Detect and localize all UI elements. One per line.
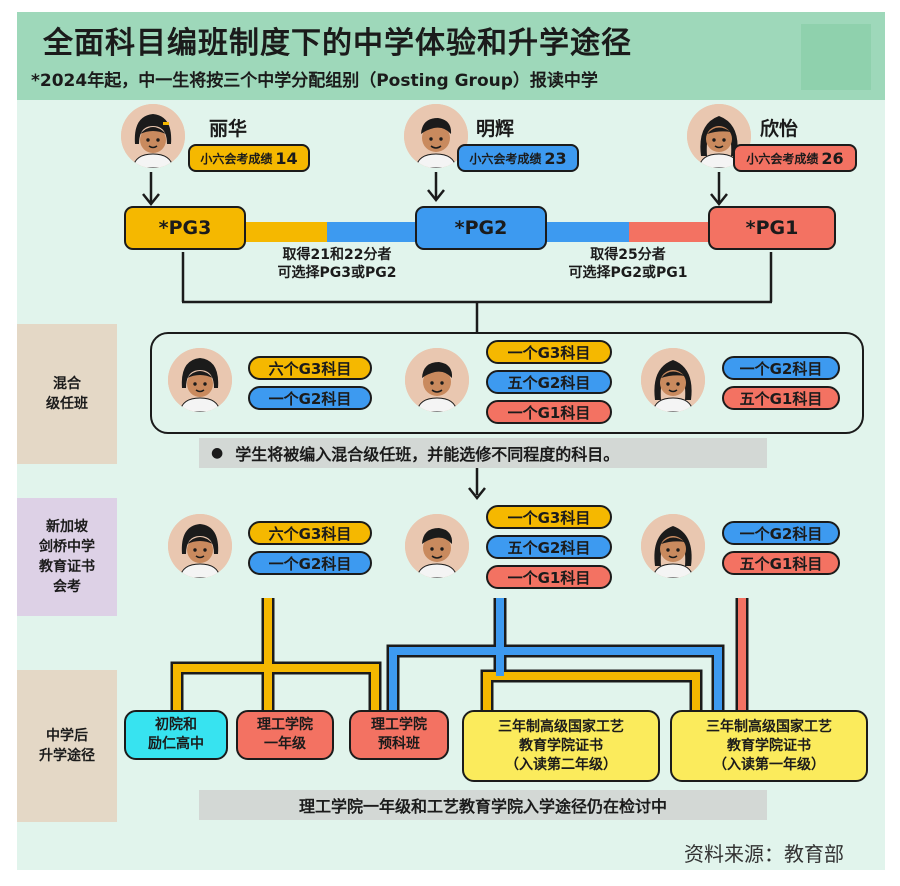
mixed-class-note: 学生将被编入混合级任班，并能选修不同程度的科目。 <box>235 445 620 464</box>
subject-pill-g3: 一个G3科目 <box>486 505 612 529</box>
source-credit: 资料来源：教育部 <box>684 842 844 866</box>
subject-pill-g2: 五个G2科目 <box>486 370 612 394</box>
section-label-post-secondary: 中学后 升学途径 <box>17 670 117 822</box>
mixed-form-class-box <box>150 332 864 434</box>
destination-jc-mi: 初院和 励仁高中 <box>124 710 228 760</box>
subject-pill-g1: 五个G1科目 <box>722 551 840 575</box>
subject-pill-g3: 六个G3科目 <box>248 521 372 545</box>
section-label-mixed-form-class: 混合 级任班 <box>17 324 117 464</box>
pg1-band <box>629 222 711 242</box>
score-label: 小六会考成绩 <box>200 151 273 166</box>
student-girl-icon <box>121 104 185 168</box>
section-label-o-level-exam: 新加坡 剑桥中学 教育证书 会考 <box>17 498 117 616</box>
pg2-band <box>327 222 417 242</box>
destination-poly-foundation: 理工学院 预科班 <box>349 710 449 760</box>
student-avatar-minghui <box>405 514 469 578</box>
student-avatar-minghui <box>405 348 469 412</box>
posting-group-pg1: *PG1 <box>708 206 836 250</box>
student-girl-ponytail-icon <box>641 348 705 412</box>
student-avatar-minghui <box>404 104 468 168</box>
student-name: 明辉 <box>476 118 515 140</box>
subject-pill-g3: 一个G3科目 <box>486 340 612 364</box>
pathway-lines <box>170 598 749 712</box>
student-girl-icon <box>168 348 232 412</box>
page-title: 全面科目编班制度下的中学体验和升学途径 <box>43 26 632 61</box>
mixed-class-note-bar: ● 学生将被编入混合级任班，并能选修不同程度的科目。 <box>199 438 767 468</box>
review-note-bar: 理工学院一年级和工艺教育学院入学途径仍在检讨中 <box>199 790 767 820</box>
student-avatar-lihua <box>168 514 232 578</box>
destination-higher-nitec-year2: 三年制高级国家工艺 教育学院证书 （入读第二年级） <box>462 710 660 782</box>
posting-group-pg2: *PG2 <box>415 206 547 250</box>
score-value: 14 <box>275 148 298 168</box>
student-avatar-lihua <box>168 348 232 412</box>
pg3-band <box>245 222 327 242</box>
subject-pill-g2: 一个G2科目 <box>722 521 840 545</box>
destination-higher-nitec-year1: 三年制高级国家工艺 教育学院证书 （入读第一年级） <box>670 710 868 782</box>
student-boy-icon <box>405 348 469 412</box>
pg2-pg1-choice-note: 取得25分者 可选择PG2或PG1 <box>568 247 688 281</box>
student-girl-icon <box>168 514 232 578</box>
posting-group-pg3: *PG3 <box>124 206 246 250</box>
subject-pill-g1: 五个G1科目 <box>722 386 840 410</box>
corner-decoration <box>801 24 871 90</box>
page-subtitle: *2024年起，中一生将按三个中学分配组别（Posting Group）报读中学 <box>31 71 598 91</box>
score-value: 26 <box>821 148 844 168</box>
student-name: 丽华 <box>209 118 248 140</box>
student-boy-icon <box>405 514 469 578</box>
pg3-pg2-choice-note: 取得21和22分者 可选择PG3或PG2 <box>277 247 397 281</box>
subject-pill-g2: 一个G2科目 <box>248 551 372 575</box>
student-name: 欣怡 <box>760 118 799 140</box>
student-avatar-xinyi <box>641 514 705 578</box>
student-avatar-lihua <box>121 104 185 168</box>
pg-bracket-lines <box>142 172 773 501</box>
subject-pill-g2: 一个G2科目 <box>248 386 372 410</box>
pg2-band <box>545 222 629 242</box>
subject-pill-g3: 六个G3科目 <box>248 356 372 380</box>
score-label: 小六会考成绩 <box>746 151 819 166</box>
subject-pill-g2: 一个G2科目 <box>722 356 840 380</box>
subject-pill-g2: 五个G2科目 <box>486 535 612 559</box>
score-value: 23 <box>544 148 567 168</box>
bullet-dot-icon: ● <box>211 445 224 461</box>
student-girl-ponytail-icon <box>641 514 705 578</box>
student-avatar-xinyi <box>641 348 705 412</box>
destination-poly-year1: 理工学院 一年级 <box>236 710 334 760</box>
score-label: 小六会考成绩 <box>469 151 542 166</box>
subject-pill-g1: 一个G1科目 <box>486 400 612 424</box>
subject-pill-g1: 一个G1科目 <box>486 565 612 589</box>
header-band <box>17 12 885 100</box>
student-boy-icon <box>404 104 468 168</box>
